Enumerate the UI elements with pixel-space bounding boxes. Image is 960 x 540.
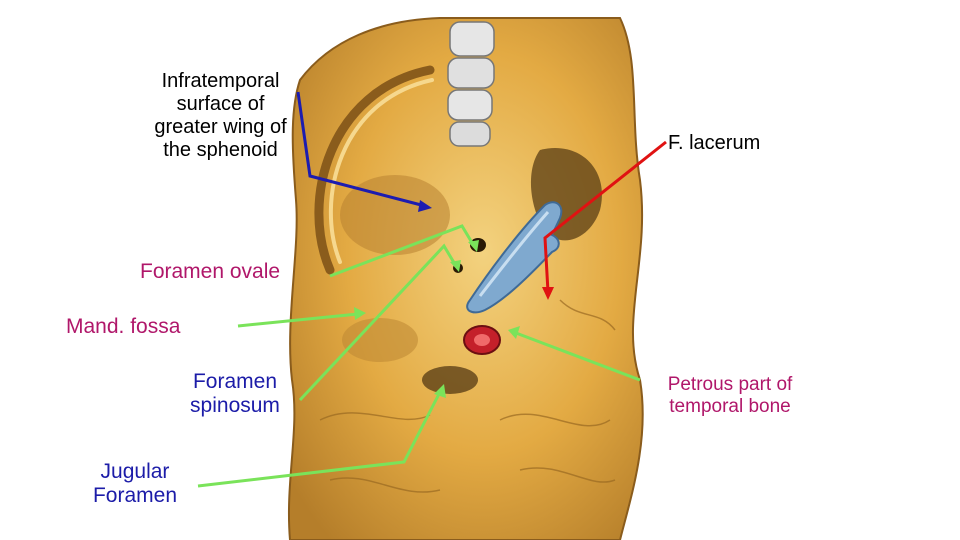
zygomatic-arch-highlight — [328, 78, 434, 264]
label-foramen-ovale: Foramen ovale — [140, 260, 281, 283]
pointer-fossa — [237, 312, 359, 328]
arrowhead-fossa — [354, 307, 366, 320]
foramen-lacerum-cartilage — [466, 201, 563, 314]
arrowhead-ovale — [468, 240, 479, 252]
pointer-petrous — [515, 331, 641, 382]
teeth — [447, 21, 495, 147]
jugular-shadow — [422, 366, 478, 394]
label-foramen-lacerum: F. lacerum — [668, 132, 761, 154]
pointer-lacerum — [543, 140, 667, 293]
arrowhead-jugular — [434, 384, 446, 398]
pointer-infratemporal — [296, 91, 426, 208]
arrowhead-infratemporal — [418, 200, 432, 212]
label-jugular-foramen: Jugular Foramen — [92, 460, 178, 508]
bone-texture — [319, 299, 616, 493]
carotid-canal-inner — [474, 334, 490, 346]
label-infratemporal-surface: Infratemporal surface of greater wing of… — [154, 70, 287, 161]
arrowhead-lacerum — [542, 287, 554, 300]
label-foramen-spinosum: Foramen spinosum — [190, 370, 280, 418]
infratemporal-fossa-shadow — [340, 175, 450, 255]
arrowhead-petrous — [508, 326, 520, 339]
pointer-jugular — [197, 391, 442, 488]
pointer-ovale — [329, 224, 476, 278]
label-mandibular-fossa: Mand. fossa — [66, 315, 181, 338]
mandibular-fossa-shadow — [342, 318, 418, 362]
pointer-spinosum — [298, 243, 458, 402]
cartilage-highlight — [478, 211, 550, 297]
zygomatic-arch — [314, 65, 435, 275]
label-petrous-temporal: Petrous part of temporal bone — [667, 374, 793, 417]
arrowhead-spinosum — [450, 260, 461, 272]
